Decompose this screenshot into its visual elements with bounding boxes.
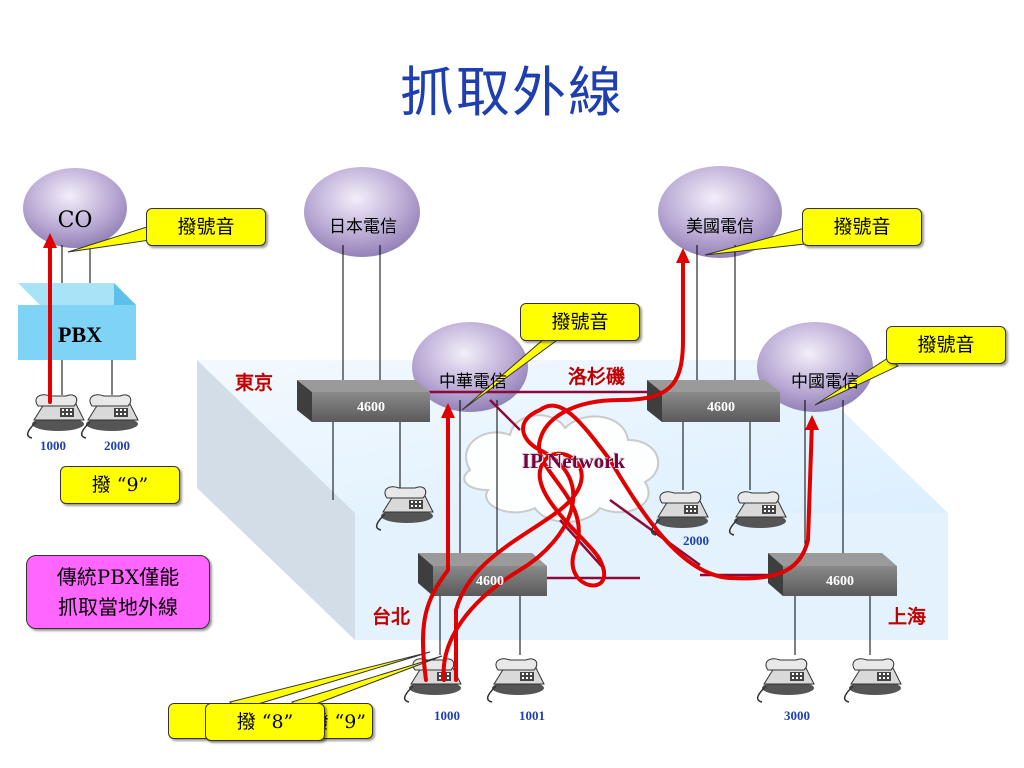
switch-shanghai-label: 4600	[826, 574, 854, 589]
switch-la	[647, 380, 780, 422]
taiwan-cylinder	[412, 322, 528, 412]
callout-usa-dial-tone: 撥號音	[802, 208, 922, 246]
ext-taipei-1001: 1001	[519, 708, 545, 723]
city-la: 洛杉磯	[568, 366, 626, 388]
phone-shanghai-2	[843, 657, 902, 703]
ext-la-2000: 2000	[683, 533, 709, 548]
city-shanghai: 上海	[888, 606, 927, 628]
callout-dial-9-pbx: 撥 “9”	[60, 466, 180, 504]
pbx-label: PBX	[58, 322, 102, 347]
co-cylinder	[23, 168, 127, 248]
taiwan-carrier-label: 中華電信	[439, 372, 507, 392]
switch-taipei-label: 4600	[476, 574, 504, 589]
phone-taipei-1001	[486, 657, 545, 703]
phone-pbx-1000	[26, 393, 85, 439]
note-line-2: 抓取當地外線	[58, 595, 178, 619]
arrowheads	[43, 233, 819, 430]
co-label: CO	[57, 208, 93, 233]
ip-links	[420, 390, 770, 580]
switch-la-label: 4600	[707, 400, 735, 415]
trunk-lines	[61, 245, 871, 655]
usa-carrier-label: 美國電信	[686, 217, 754, 237]
phone-pbx-2000	[80, 393, 139, 439]
callout-china-dial-tone: 撥號音	[886, 326, 1006, 364]
switch-tokyo-label: 4600	[357, 400, 385, 415]
switch-tokyo	[297, 380, 430, 422]
city-taipei: 台北	[372, 606, 411, 628]
page-title: 抓取外線	[400, 61, 624, 124]
phone-shanghai-3000	[756, 657, 815, 703]
china-carrier-label: 中國電信	[791, 372, 859, 392]
callout-co-dial-tone: 撥號音	[146, 208, 266, 246]
pbx-box	[18, 283, 136, 360]
ext-pbx-1000: 1000	[40, 438, 66, 453]
note-traditional-pbx: 傳統PBX僅能 抓取當地外線	[26, 555, 210, 629]
ext-pbx-2000: 2000	[104, 438, 130, 453]
callout-pointers	[67, 225, 899, 711]
callout-dial-8-taipei: 撥 “8”	[205, 703, 325, 741]
japan-carrier-label: 日本電信	[329, 217, 397, 237]
ext-taipei-1000: 1000	[434, 708, 460, 723]
city-tokyo: 東京	[235, 372, 274, 394]
ext-shanghai-3000: 3000	[784, 708, 810, 723]
ip-network-label: IP Network	[522, 449, 626, 473]
callout-taiwan-dial-tone: 撥號音	[520, 303, 640, 341]
japan-cylinder	[304, 167, 420, 257]
note-line-1: 傳統PBX僅能	[56, 565, 180, 589]
call-paths	[48, 238, 814, 682]
usa-cylinder	[658, 166, 782, 258]
